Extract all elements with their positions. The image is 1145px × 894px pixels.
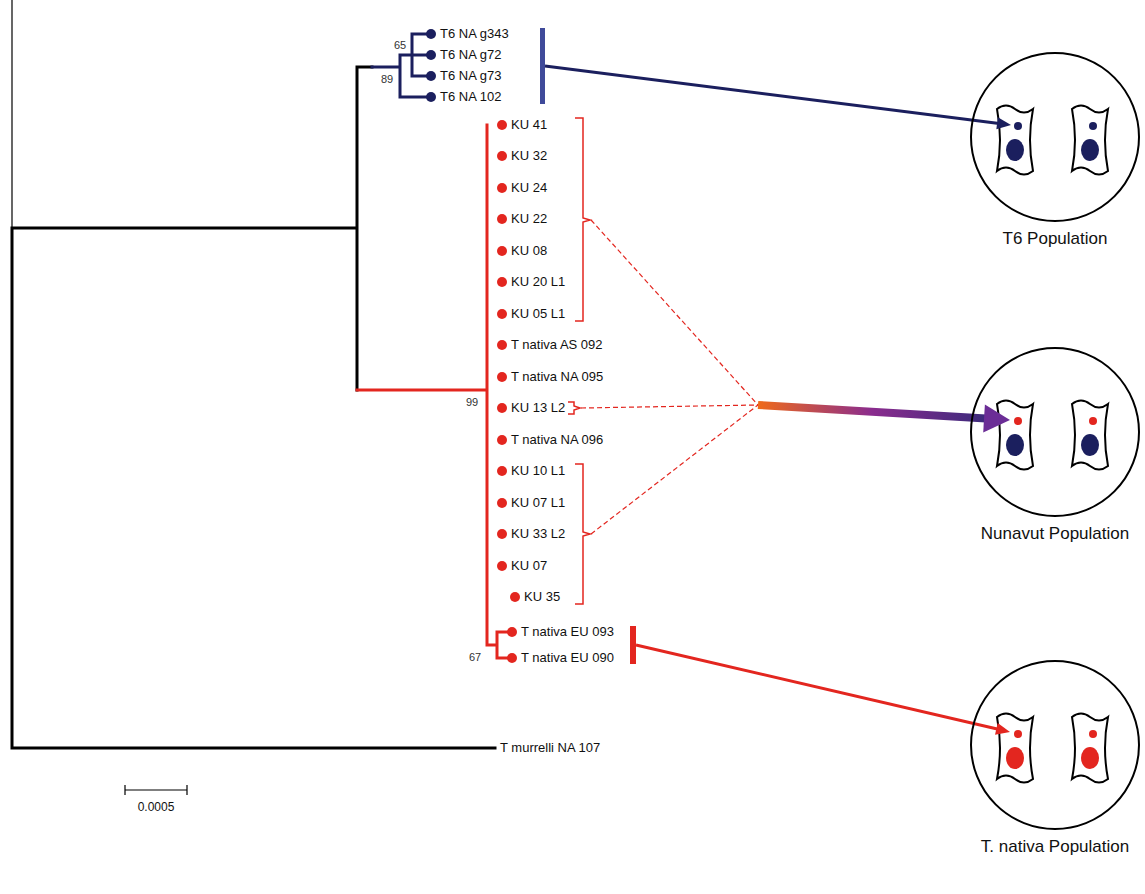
- cell: [1072, 106, 1108, 175]
- leaf-dot: [426, 50, 436, 60]
- circle-border: [971, 53, 1139, 221]
- taxon-label: KU 08: [511, 243, 547, 259]
- larva: [1014, 730, 1022, 738]
- circle-outline: [969, 346, 1141, 518]
- bootstrap-value: 89: [381, 71, 393, 87]
- leaf-dot: [497, 183, 507, 193]
- taxon-label: T nativa NA 095: [511, 369, 603, 385]
- taxon-label: T nativa EU 093: [521, 624, 614, 640]
- population-circle: Nunavut Population: [969, 346, 1141, 548]
- nucleus: [1081, 747, 1099, 769]
- taxon-label: KU 22: [511, 211, 547, 227]
- taxon-label: KU 24: [511, 180, 547, 196]
- leaf-dot: [497, 277, 507, 287]
- circle-border: [971, 661, 1139, 829]
- arrow-head: [995, 723, 1010, 735]
- population-circle: T6 Population: [969, 51, 1141, 253]
- taxon-label: T6 NA g72: [440, 47, 501, 63]
- cell: [1072, 714, 1108, 783]
- pointer-arrow: [545, 66, 1011, 129]
- taxon-label: KU 07: [511, 558, 547, 574]
- taxon-label: KU 35: [524, 589, 560, 605]
- larva: [1089, 730, 1097, 738]
- nucleus: [1006, 139, 1024, 161]
- cell-outline: [1072, 401, 1108, 470]
- cell-outline: [997, 401, 1033, 470]
- nucleus: [1081, 434, 1099, 456]
- taxon-label: KU 05 L1: [511, 306, 565, 322]
- leaf-dot: [497, 403, 507, 413]
- population-label: T6 Population: [1003, 229, 1108, 249]
- leaf-dot: [497, 561, 507, 571]
- taxon-label: KU 10 L1: [511, 463, 565, 479]
- arrow-shaft: [545, 66, 999, 123]
- bootstrap-value: 99: [466, 394, 478, 410]
- tree-branches: [12, 0, 507, 748]
- nucleus: [1006, 747, 1024, 769]
- population-label: T. nativa Population: [981, 837, 1129, 857]
- leaf-dot: [507, 627, 517, 637]
- arrow-shaft: [636, 645, 998, 729]
- cell: [997, 401, 1033, 470]
- cell-outline: [997, 106, 1033, 175]
- taxon-label: T nativa NA 096: [511, 432, 603, 448]
- leaf-dot: [510, 592, 520, 602]
- scale-bar: [125, 785, 187, 795]
- taxon-label: T6 NA g343: [440, 26, 509, 42]
- leaf-dot: [426, 29, 436, 39]
- leaf-dots: [426, 29, 520, 663]
- leaf-dot: [497, 435, 507, 445]
- taxon-label: KU 33 L2: [511, 526, 565, 542]
- arrow-head: [996, 117, 1011, 129]
- taxon-label: T6 NA g73: [440, 68, 501, 84]
- bootstrap-value: 67: [469, 649, 481, 665]
- cell: [997, 714, 1033, 783]
- circle-outline: [969, 51, 1141, 223]
- leaf-dot: [426, 92, 436, 102]
- cells: [997, 106, 1108, 783]
- taxon-label: KU 13 L2: [511, 400, 565, 416]
- scale-label: 0.0005: [138, 799, 175, 815]
- leaf-dot: [497, 466, 507, 476]
- population-label: Nunavut Population: [981, 524, 1129, 544]
- leaf-dot: [497, 246, 507, 256]
- taxon-label: KU 41: [511, 117, 547, 133]
- nucleus: [1081, 139, 1099, 161]
- larva: [1089, 417, 1097, 425]
- cell-outline: [1072, 714, 1108, 783]
- leaf-dot: [497, 309, 507, 319]
- leaf-dot: [497, 214, 507, 224]
- cell: [1072, 401, 1108, 470]
- leaf-dot: [426, 71, 436, 81]
- taxon-label: T nativa AS 092: [511, 337, 603, 353]
- leaf-dot: [497, 120, 507, 130]
- cell-outline: [1072, 106, 1108, 175]
- circle-border: [971, 348, 1139, 516]
- larva: [1014, 122, 1022, 130]
- larva: [1089, 122, 1097, 130]
- bootstrap-value: 65: [394, 37, 406, 53]
- nucleus: [1006, 434, 1024, 456]
- taxon-label: T6 NA 102: [440, 89, 501, 105]
- larva: [1014, 417, 1022, 425]
- cell-outline: [997, 714, 1033, 783]
- taxon-label: KU 20 L1: [511, 274, 565, 290]
- taxon-label: KU 07 L1: [511, 495, 565, 511]
- taxon-label: KU 32: [511, 148, 547, 164]
- circle-outline: [969, 659, 1141, 831]
- pointer-arrow: [636, 645, 1010, 735]
- leaf-dot: [497, 340, 507, 350]
- arrow-shaft: [758, 405, 986, 419]
- cell: [997, 106, 1033, 175]
- population-circle: T. nativa Population: [969, 659, 1141, 861]
- arrow-head: [983, 404, 1010, 432]
- leaf-dot: [497, 498, 507, 508]
- taxon-label: T murrelli NA 107: [500, 740, 600, 756]
- leaf-dot: [497, 372, 507, 382]
- taxon-label: T nativa EU 090: [521, 650, 614, 666]
- leaf-dot: [497, 151, 507, 161]
- leaf-dot: [507, 653, 517, 663]
- leaf-dot: [497, 529, 507, 539]
